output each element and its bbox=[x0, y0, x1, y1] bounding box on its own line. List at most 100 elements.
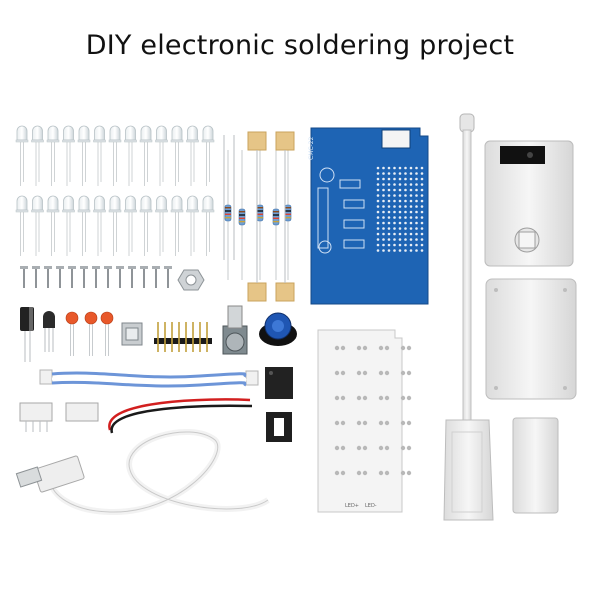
panel-label-plus: LED+ bbox=[345, 503, 359, 509]
led bbox=[108, 195, 122, 256]
led bbox=[15, 195, 29, 256]
led bbox=[62, 125, 75, 186]
screw bbox=[164, 266, 172, 288]
disc-capacitor bbox=[100, 311, 114, 356]
led-pad bbox=[400, 470, 412, 476]
hex-nut bbox=[177, 269, 205, 291]
screw bbox=[56, 266, 64, 288]
led bbox=[170, 125, 184, 186]
screw bbox=[44, 266, 52, 288]
led-pad bbox=[400, 395, 412, 401]
enclosure-top bbox=[484, 140, 574, 267]
connector-right bbox=[65, 402, 99, 422]
led-pad bbox=[356, 470, 368, 476]
led-pad bbox=[378, 370, 390, 376]
screw bbox=[152, 266, 160, 288]
led-row-top bbox=[15, 125, 215, 186]
led bbox=[201, 125, 215, 186]
led bbox=[31, 195, 44, 256]
disc-capacitor bbox=[65, 311, 79, 356]
ic-chip bbox=[265, 367, 293, 399]
potentiometer bbox=[222, 305, 248, 355]
resistor-group bbox=[224, 150, 292, 280]
ceramic-capacitors bbox=[247, 131, 295, 302]
led-pad bbox=[378, 420, 390, 426]
led bbox=[46, 125, 60, 186]
resistor bbox=[224, 150, 232, 280]
led bbox=[108, 125, 122, 186]
pcb-silkscreen-label: CMC-22 bbox=[308, 136, 315, 160]
led-pad bbox=[356, 420, 368, 426]
led bbox=[46, 195, 60, 256]
ribbon-cable bbox=[39, 369, 259, 388]
knob bbox=[259, 312, 297, 346]
connector-left bbox=[19, 402, 53, 432]
screw bbox=[116, 266, 124, 288]
led-pad bbox=[378, 395, 390, 401]
usb-cable bbox=[15, 429, 270, 516]
led bbox=[186, 125, 199, 186]
main-pcb: CMC-22 bbox=[308, 127, 429, 305]
led bbox=[77, 195, 91, 256]
led bbox=[62, 195, 75, 256]
led bbox=[139, 125, 153, 186]
panel-label-minus: LED- bbox=[365, 503, 377, 509]
led bbox=[31, 125, 44, 186]
led-pad bbox=[356, 370, 368, 376]
led-pad bbox=[400, 370, 412, 376]
pcb-hole-grid bbox=[376, 166, 424, 252]
led-pad-grid bbox=[334, 345, 412, 476]
led bbox=[155, 125, 168, 186]
led bbox=[139, 195, 153, 256]
led-pad bbox=[334, 395, 346, 401]
resistor bbox=[284, 150, 292, 280]
led-pad bbox=[378, 345, 390, 351]
led-panel: LED+ LED- bbox=[317, 329, 412, 513]
ceramic-disc-capacitors bbox=[65, 311, 114, 356]
led-pad bbox=[356, 395, 368, 401]
led-pad bbox=[334, 345, 346, 351]
led-pad bbox=[356, 445, 368, 451]
led-pad bbox=[334, 420, 346, 426]
led bbox=[201, 195, 215, 256]
led-row-bottom bbox=[15, 195, 215, 256]
led-pad bbox=[378, 470, 390, 476]
screw-row bbox=[20, 266, 172, 288]
jumper-wires bbox=[223, 135, 235, 260]
electrolytic-capacitor bbox=[20, 307, 34, 362]
led-pad bbox=[400, 445, 412, 451]
pin-header bbox=[154, 322, 212, 352]
led-pad bbox=[400, 420, 412, 426]
screw bbox=[92, 266, 100, 288]
led bbox=[77, 125, 91, 186]
led bbox=[124, 125, 137, 186]
lamp-rod bbox=[459, 113, 475, 426]
led bbox=[124, 195, 137, 256]
transistor bbox=[43, 311, 55, 352]
led-pad bbox=[400, 345, 412, 351]
screw bbox=[32, 266, 40, 288]
led bbox=[93, 125, 106, 186]
led bbox=[155, 195, 168, 256]
led-pad bbox=[334, 445, 346, 451]
ic-socket bbox=[266, 412, 292, 442]
led-pad bbox=[378, 445, 390, 451]
led-pad bbox=[356, 345, 368, 351]
screw bbox=[104, 266, 112, 288]
screw bbox=[140, 266, 148, 288]
screw bbox=[128, 266, 136, 288]
resistor bbox=[256, 150, 264, 280]
resistor bbox=[272, 150, 280, 280]
led bbox=[93, 195, 106, 256]
led bbox=[170, 195, 184, 256]
led bbox=[186, 195, 199, 256]
enclosure-bottom bbox=[485, 278, 577, 400]
screw bbox=[20, 266, 28, 288]
led-pad bbox=[334, 370, 346, 376]
enclosure-lid bbox=[512, 417, 559, 514]
disc-capacitor bbox=[84, 311, 98, 356]
led-pad bbox=[334, 470, 346, 476]
screw bbox=[68, 266, 76, 288]
push-button bbox=[121, 322, 143, 346]
